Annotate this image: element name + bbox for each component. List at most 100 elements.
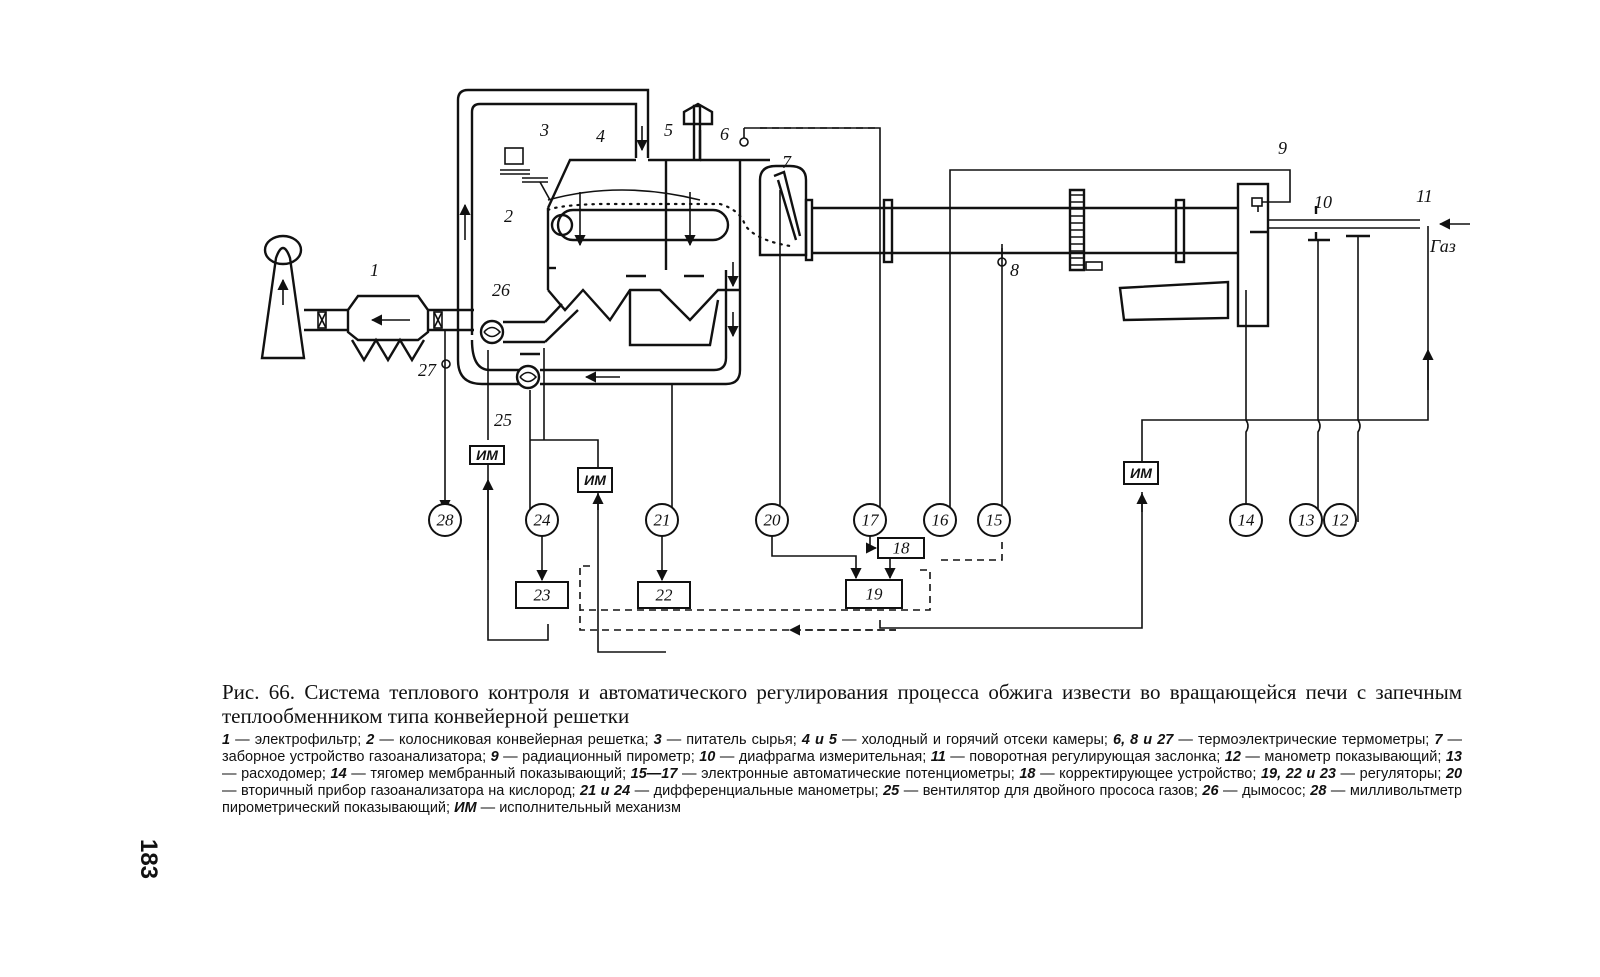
rotary-kiln [812, 188, 1238, 322]
legend-text: исполнительный механизм [499, 800, 681, 816]
smoke-exhauster-26 [479, 303, 579, 345]
legend-text: вторичный прибор газоанализатора на кисл… [241, 783, 572, 799]
legend-key: 10 [699, 749, 716, 765]
legend-entry: 28 — милливольтметр пирометрический пока… [222, 783, 1463, 816]
legend-key: 7 [1434, 732, 1443, 748]
legend-key: 28 [1310, 783, 1327, 799]
label-5: 5 [664, 120, 673, 140]
grate-chamber [546, 102, 770, 347]
legend-key: 26 [1202, 783, 1219, 799]
figure-legend: 1 — электрофильтр; 2 — колосниковая конв… [222, 732, 1462, 817]
instrument-24: 24 [525, 503, 559, 537]
gas-label: Газ [1429, 236, 1456, 256]
figure-caption: Рис. 66. Система теплового контроля и ав… [222, 680, 1462, 728]
legend-key: 3 [653, 732, 662, 748]
instrument-17: 17 [853, 503, 887, 537]
legend-text: корректирующее устройство [1059, 766, 1253, 782]
svg-text:ИМ: ИМ [476, 447, 498, 463]
legend-entry: ИМ — исполнительный механизм [454, 800, 681, 816]
legend-text: питатель сырья [686, 732, 793, 748]
label-4: 4 [596, 126, 605, 146]
legend-entry: 19, 22 и 23 — регуляторы; [1260, 766, 1446, 782]
legend-text: расходомер [241, 766, 322, 782]
svg-text:16: 16 [932, 511, 950, 530]
legend-text: электронные автоматические потенциометры [701, 766, 1011, 782]
legend-key: 21 и 24 [580, 783, 631, 799]
instrument-28: 28 [428, 503, 462, 537]
svg-text:ИМ: ИМ [1130, 465, 1152, 481]
svg-text:23: 23 [534, 586, 551, 605]
legend-text: заборное устройство газоанализатора [222, 749, 483, 765]
label-1: 1 [370, 260, 379, 280]
legend-entry: 10 — диафрагма измерительная; [699, 749, 931, 765]
legend-text: диафрагма измерительная [738, 749, 923, 765]
instrument-13: 13 [1289, 503, 1323, 537]
figure-title: Система теплового контроля и автоматичес… [222, 680, 1463, 728]
fan-25 [515, 364, 541, 390]
legend-entry: 1 — электрофильтр; [222, 732, 367, 748]
label-10: 10 [1314, 192, 1332, 212]
signal-lines [439, 127, 1434, 653]
svg-text:20: 20 [764, 511, 782, 530]
legend-text: радиационный пирометр [522, 749, 691, 765]
legend-entry: 4 и 5 — холодный и горячий отсеки камеры… [801, 732, 1113, 748]
legend-entry: 18 — корректирующее устройство; [1019, 766, 1261, 782]
regulator-22: 22 [637, 581, 691, 609]
regulator-23: 23 [515, 581, 569, 609]
instrument-21: 21 [645, 503, 679, 537]
legend-entry: 25 — вентилятор для двойного прососа газ… [883, 783, 1203, 799]
legend-entry: 15—17 — электронные автоматические потен… [630, 766, 1020, 782]
legend-text: электрофильтр [254, 732, 358, 748]
conveyor-grate-2 [546, 189, 792, 248]
legend-key: 19, 22 и 23 [1260, 766, 1336, 782]
label-6: 6 [720, 124, 729, 144]
box-arrows [536, 536, 896, 582]
legend-entry: 12 — манометр показывающий; [1224, 749, 1446, 765]
legend-key: 9 [490, 749, 499, 765]
legend-key: 4 и 5 [801, 732, 837, 748]
legend-text: термоэлектрические термометры [1197, 732, 1426, 748]
legend-entry: 6, 8 и 27 — термоэлектрические термометр… [1113, 732, 1435, 748]
component-labels: 1 2 3 4 5 6 7 8 9 10 11 26 27 25 Газ [370, 120, 1456, 430]
legend-key: 15—17 [630, 766, 678, 782]
legend-entry: 2 — колосниковая конвейерная решетка; [366, 732, 654, 748]
legend-key: 18 [1019, 766, 1036, 782]
instrument-14: 14 [1229, 503, 1263, 537]
legend-key: 6, 8 и 27 [1113, 732, 1174, 748]
actuator-im-2: ИМ [577, 467, 613, 493]
gas-recirculation-loop [456, 88, 742, 386]
legend-text: поворотная регулирующая заслонка [969, 749, 1217, 765]
legend-entry: 9 — радиационный пирометр; [490, 749, 700, 765]
legend-key: 2 [366, 732, 375, 748]
legend-key: 12 [1224, 749, 1241, 765]
probe-markers [441, 128, 1370, 369]
raw-feeder-3 [500, 147, 551, 201]
label-3: 3 [539, 120, 549, 140]
kiln-head [758, 164, 814, 262]
legend-entry: 14 — тягомер мембранный показывающий; [330, 766, 631, 782]
svg-text:24: 24 [534, 511, 552, 530]
regulator-19: 19 [845, 579, 903, 609]
legend-text: дымосос [1242, 783, 1302, 799]
electrofilter [346, 294, 474, 363]
svg-text:12: 12 [1332, 511, 1350, 530]
legend-entry: 13 — расходомер; [222, 749, 1462, 782]
legend-key: 1 [222, 732, 231, 748]
label-27: 27 [418, 360, 437, 380]
figure-number: Рис. 66. [222, 680, 296, 704]
actuator-im-3: ИМ [1123, 461, 1159, 485]
firing-hood [1236, 182, 1470, 328]
svg-text:28: 28 [437, 511, 455, 530]
instrument-15: 15 [977, 503, 1011, 537]
legend-text: колосниковая конвейерная решетка [399, 732, 645, 748]
legend-entry: 3 — питатель сырья; [653, 732, 802, 748]
dashed-signal-lines [579, 127, 1003, 636]
legend-text: дифференциальные манометры [653, 783, 875, 799]
legend-text: регуляторы [1359, 766, 1438, 782]
actuator-im-1: ИМ [469, 445, 505, 465]
legend-text: холодный и горячий отсеки камеры [861, 732, 1104, 748]
label-8: 8 [1010, 260, 1019, 280]
legend-entry: 21 и 24 — дифференциальные манометры; [580, 783, 884, 799]
legend-entry: 11 — поворотная регулирующая заслонка; [930, 749, 1225, 765]
